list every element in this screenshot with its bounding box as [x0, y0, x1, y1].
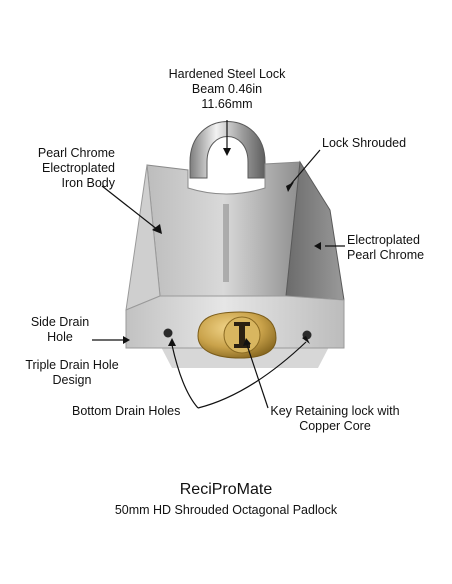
side-drain-label-line: Side Drain	[30, 315, 90, 329]
body-label: Pearl Chrome Electroplated Iron Body	[20, 146, 115, 191]
beam-label-line: Beam 0.46in	[191, 82, 263, 96]
plating-label-line: Pearl Chrome	[347, 248, 425, 262]
triple-drain-label-line: Triple Drain Hole	[25, 358, 119, 372]
bottom-drain-label-line: Bottom Drain Holes	[72, 404, 181, 418]
key-arrow-head	[243, 338, 251, 346]
side-drain-label-line: Hole	[47, 330, 73, 344]
beam-arrow-head	[223, 148, 231, 156]
beam-label: Hardened Steel Lock Beam 0.46in 11.66mm	[150, 67, 304, 112]
shroud-arrow	[290, 149, 321, 185]
bottom-drain-arrow-head-right	[302, 336, 310, 344]
callout-lines	[92, 120, 345, 409]
body-label-line: Pearl Chrome	[37, 146, 115, 160]
product-subtitle: 50mm HD Shrouded Octagonal Padlock	[114, 503, 338, 517]
shroud-label: Lock Shrouded	[322, 136, 406, 151]
plating-arrow-head	[314, 242, 321, 250]
plating-label-line: Electroplated	[347, 233, 420, 247]
brand-name: ReciProMate	[179, 481, 273, 498]
bottom-drain-label: Bottom Drain Holes	[72, 404, 180, 419]
arrow-heads	[123, 148, 321, 346]
keyway-icon	[234, 322, 250, 348]
body-arrow-head	[152, 224, 162, 234]
body-label-line: Iron Body	[61, 176, 115, 190]
bottom-drain-line-left	[171, 344, 199, 409]
key-arrow	[246, 344, 269, 409]
side-drain-arrow-head	[123, 336, 130, 344]
key-lock-label: Key Retaining lock with Copper Core	[260, 404, 410, 434]
side-drain-label: Side Drain Hole	[18, 315, 102, 345]
triple-drain-label-line: Design	[52, 373, 92, 387]
shroud-label-line: Lock Shrouded	[322, 136, 407, 150]
beam-label-line: 11.66mm	[201, 97, 253, 111]
side-drain-hole-left	[163, 328, 173, 338]
key-lock-label-line: Key Retaining lock with	[270, 404, 400, 418]
shroud-arrow-head	[286, 182, 294, 192]
beam-label-line: Hardened Steel Lock	[168, 67, 286, 81]
body-label-line: Electroplated	[42, 161, 115, 175]
body-arrow	[101, 185, 159, 231]
engraving	[223, 204, 229, 282]
bottom-drain-line-right	[197, 341, 307, 409]
key-lock-label-line: Copper Core	[299, 419, 371, 433]
bottom-drain-arrow-head-left	[168, 338, 176, 346]
triple-drain-label: Triple Drain Hole Design	[10, 358, 134, 388]
plating-label: Electroplated Pearl Chrome	[347, 233, 424, 263]
